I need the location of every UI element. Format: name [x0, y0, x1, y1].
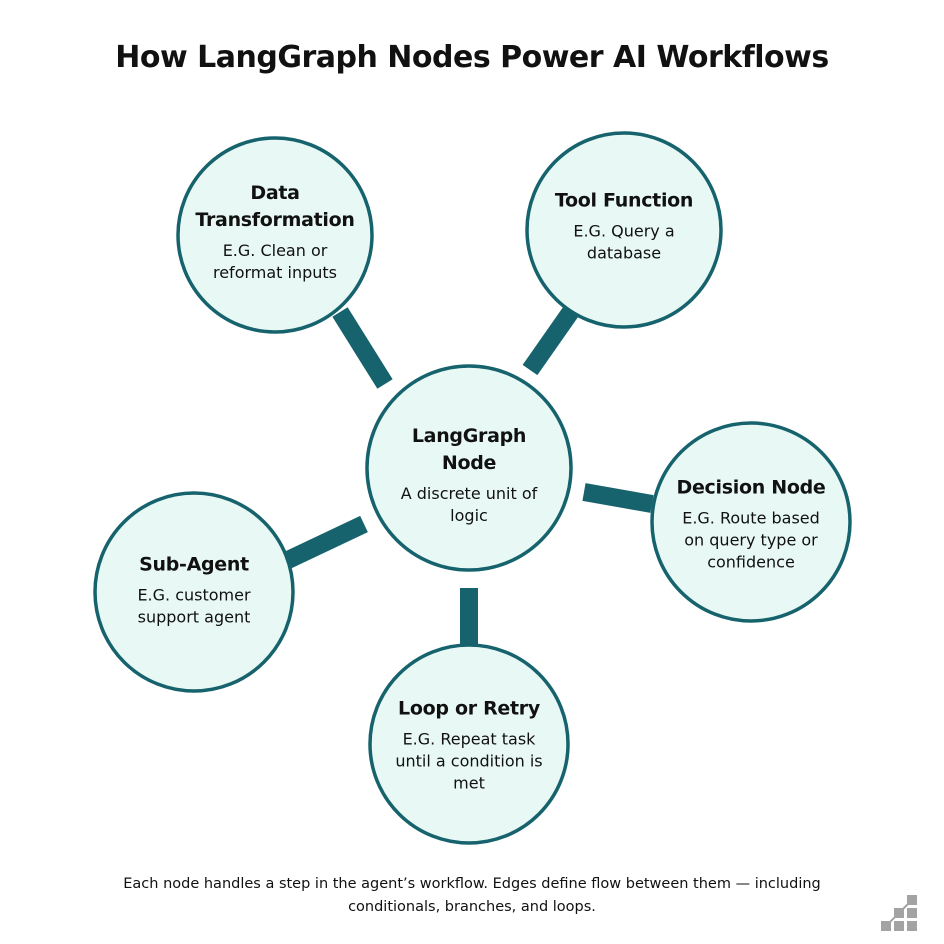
node-data-transformation: Data Transformation E.G. Clean or reform… [185, 180, 365, 284]
node-heading: Sub-Agent [139, 553, 249, 576]
footer-caption: Each node handles a step in the agent’s … [123, 876, 821, 915]
node-heading: Decision Node [676, 476, 826, 499]
connector-decision-node [582, 483, 654, 513]
node-sub-agent: Sub-Agent E.G. customer support agent [104, 552, 284, 629]
node-description: A discrete unit of logic [400, 484, 538, 525]
page-title: How LangGraph Nodes Power AI Workflows [115, 40, 829, 75]
node-circle-decision-node [650, 421, 852, 623]
node-heading: LangGraph Node [411, 425, 527, 474]
node-decision-node: Decision Node E.G. Route based on query … [661, 475, 841, 574]
node-heading: Tool Function [554, 189, 694, 212]
logo-icon [881, 895, 917, 931]
node-circle-sub-agent [93, 491, 295, 693]
connector-sub-agent [284, 515, 368, 569]
node-center: LangGraph Node A discrete unit of logic [384, 423, 554, 527]
node-circle-loop-or-retry [368, 643, 570, 845]
node-description: E.G. customer support agent [137, 585, 251, 627]
node-description: E.G. Query a database [573, 221, 675, 263]
node-heading: Loop or Retry [398, 697, 540, 720]
connector-data-transformation [332, 307, 393, 389]
node-loop-or-retry: Loop or Retry E.G. Repeat task until a c… [379, 696, 559, 795]
node-description: E.G. Route based on query type or confid… [682, 508, 820, 572]
node-description: E.G. Repeat task until a condition is me… [395, 729, 543, 793]
node-circle-center [365, 364, 573, 572]
node-circle-tool-function [525, 131, 723, 329]
node-tool-function: Tool Function E.G. Query a database [534, 188, 714, 265]
node-heading: Data Transformation [195, 182, 355, 231]
node-description: E.G. Clean or reformat inputs [212, 241, 338, 282]
connector-tool-function [522, 304, 580, 376]
node-circle-data-transformation [176, 136, 374, 334]
